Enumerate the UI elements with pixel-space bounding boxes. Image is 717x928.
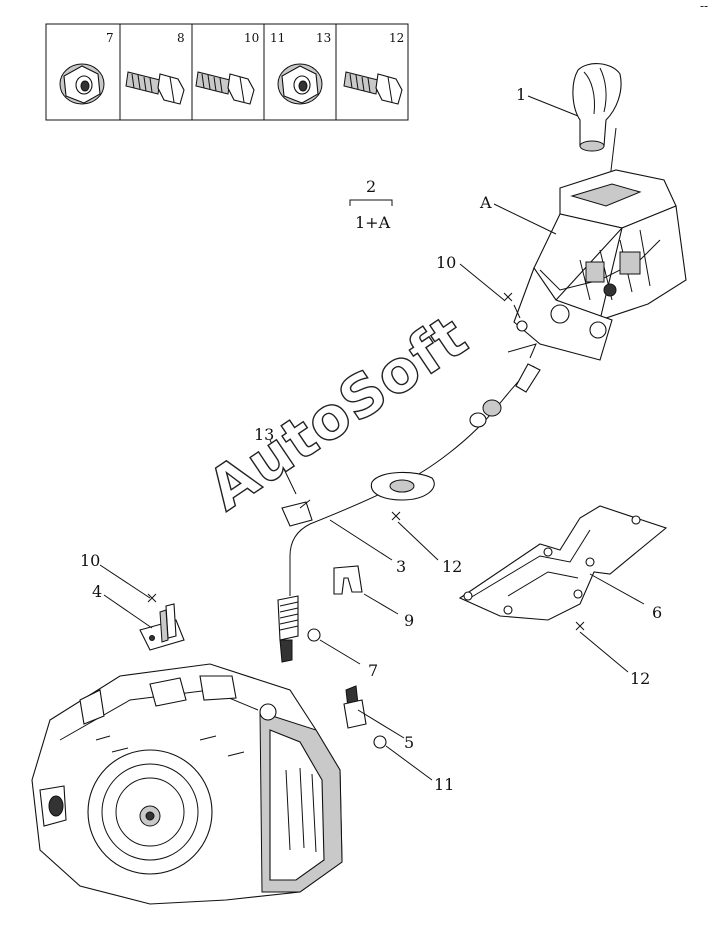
shift-cable — [277, 363, 541, 663]
table-label-12: 12 — [389, 31, 404, 45]
bolt-icon — [343, 71, 403, 105]
table-label-8: 8 — [177, 31, 185, 45]
bolt-icon — [125, 71, 185, 105]
table-label-7: 7 — [106, 31, 114, 45]
shifter-assembly — [507, 127, 687, 361]
callout-7: 7 — [368, 661, 378, 680]
callout-a: A — [479, 193, 492, 212]
bolt-icon — [195, 71, 255, 105]
shift-pin — [343, 685, 367, 729]
callout-10-upper: 10 — [436, 253, 456, 272]
flange-nut-icon — [59, 63, 105, 105]
corner-mark: -- — [700, 0, 708, 13]
callout-13: 13 — [254, 425, 274, 444]
table-label-11: 11 — [270, 31, 285, 45]
assembly-note-bottom: 1+A — [355, 213, 391, 232]
callout-6: 6 — [652, 603, 662, 622]
heat-shield — [458, 505, 668, 621]
callout-10-lower: 10 — [80, 551, 100, 570]
fastener-table: 7 8 10 11 13 12 — [45, 23, 409, 121]
callout-1: 1 — [516, 85, 526, 104]
shift-knob — [572, 63, 622, 152]
leader-lines — [99, 95, 645, 781]
transmission — [31, 663, 343, 905]
mounting-bracket — [139, 603, 185, 651]
assembly-note: 2 1+A — [349, 177, 393, 232]
callout-4: 4 — [92, 582, 102, 601]
o-ring-7 — [307, 628, 321, 642]
callout-3: 3 — [396, 557, 406, 576]
table-label-10: 10 — [244, 31, 259, 45]
callout-9: 9 — [404, 611, 414, 630]
callout-12-upper: 12 — [442, 557, 462, 576]
assembly-note-top: 2 — [366, 177, 376, 196]
callout-12-lower: 12 — [630, 669, 650, 688]
flange-nut-icon — [277, 63, 323, 105]
o-ring-11 — [373, 735, 387, 749]
table-label-13: 13 — [316, 31, 331, 45]
callout-5: 5 — [404, 733, 414, 752]
retaining-clip — [333, 565, 363, 595]
watermark: AutoSoft — [196, 302, 480, 524]
callout-11: 11 — [434, 775, 454, 794]
